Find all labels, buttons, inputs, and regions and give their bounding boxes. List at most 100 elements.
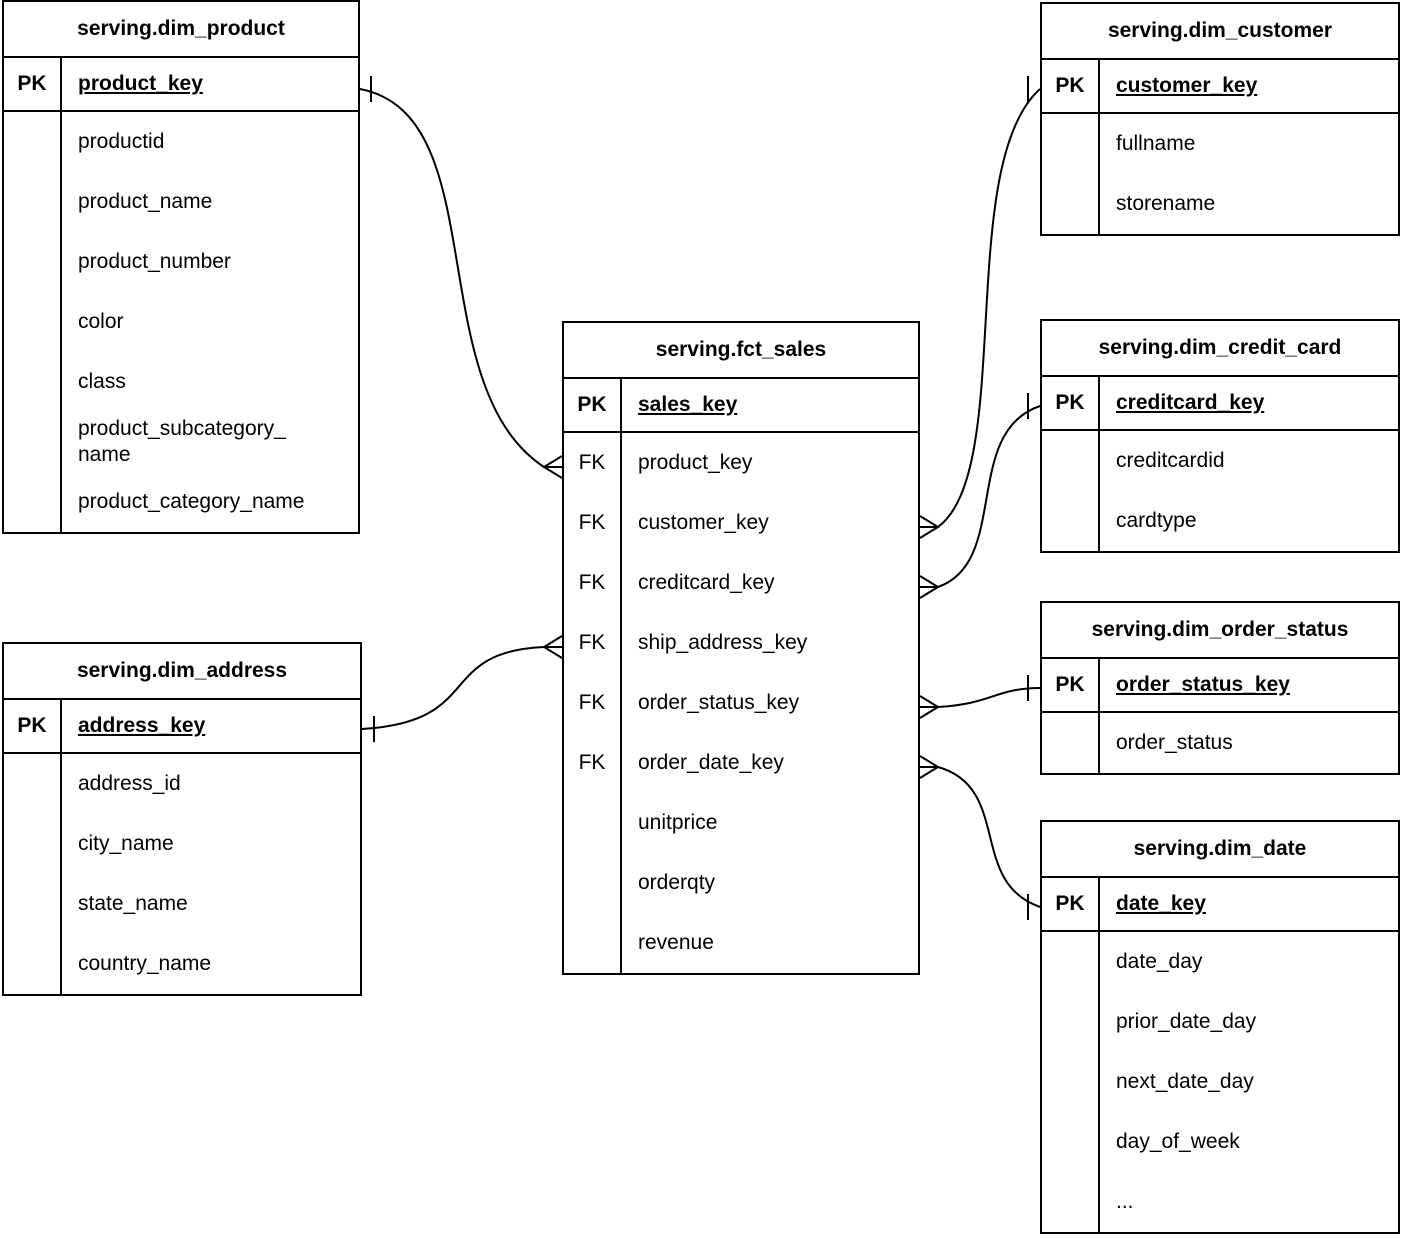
field-name: order_status_key — [638, 691, 800, 714]
table-title: serving.dim_address — [4, 644, 360, 700]
crow-foot-icon — [919, 695, 940, 719]
pk-label: PK — [564, 379, 622, 431]
field-row: date_day — [1042, 932, 1398, 992]
field-name: revenue — [638, 931, 714, 954]
fk-label: FK — [564, 613, 622, 673]
relation-creditcard — [919, 393, 1041, 599]
table-title: serving.dim_product — [4, 2, 358, 58]
field-name: product_name — [78, 190, 213, 213]
field-row: fullname — [1042, 114, 1398, 174]
table-dim-customer: serving.dim_customer PK customer_key ful… — [1040, 2, 1400, 236]
field-name: unitprice — [638, 811, 718, 834]
field-row: FK creditcard_key — [564, 553, 918, 613]
fk-label: FK — [564, 733, 622, 793]
field-name: prior_date_day — [1116, 1010, 1257, 1033]
crow-foot-icon — [542, 455, 563, 479]
pk-field: sales_key — [638, 393, 738, 416]
table-title: serving.dim_credit_card — [1042, 321, 1398, 377]
field-name: productid — [78, 130, 165, 153]
pk-field: address_key — [78, 714, 206, 737]
field-name: product_number — [78, 250, 231, 273]
field-row: prior_date_day — [1042, 992, 1398, 1052]
relation-order-date — [919, 755, 1041, 920]
field-name: color — [78, 310, 124, 333]
crow-foot-icon — [542, 635, 563, 659]
field-name: creditcardid — [1116, 449, 1225, 472]
field-name: product_subcategory_ name — [78, 417, 286, 466]
crow-foot-icon — [919, 755, 940, 779]
field-name: country_name — [78, 952, 212, 975]
pk-field: customer_key — [1116, 74, 1258, 97]
fk-label: FK — [564, 433, 622, 493]
pk-row: PK product_key — [4, 58, 358, 112]
field-row: class — [4, 352, 358, 412]
pk-label: PK — [1042, 659, 1100, 711]
relation-line — [361, 646, 545, 730]
field-row: cardtype — [1042, 491, 1398, 551]
pk-field: creditcard_key — [1116, 391, 1265, 414]
field-name: address_id — [78, 772, 181, 795]
table-title: serving.dim_date — [1042, 822, 1398, 878]
field-row: city_name — [4, 814, 360, 874]
field-name: orderqty — [638, 871, 716, 894]
field-name: creditcard_key — [638, 571, 775, 594]
pk-field: order_status_key — [1116, 673, 1290, 696]
table-dim-address: serving.dim_address PK address_key addre… — [2, 642, 362, 996]
table-title: serving.dim_order_status — [1042, 603, 1398, 659]
table-dim-credit-card: serving.dim_credit_card PK creditcard_ke… — [1040, 319, 1400, 553]
pk-row: PK address_key — [4, 700, 360, 754]
field-row: unitprice — [564, 793, 918, 853]
fk-label: FK — [564, 493, 622, 553]
pk-row: PK creditcard_key — [1042, 377, 1398, 431]
field-name: storename — [1116, 192, 1216, 215]
field-row: product_name — [4, 172, 358, 232]
field-name: day_of_week — [1116, 1130, 1240, 1153]
field-row: country_name — [4, 934, 360, 994]
field-row: productid — [4, 112, 358, 172]
relation-line — [359, 88, 545, 468]
field-row: storename — [1042, 174, 1398, 234]
fk-label — [564, 853, 622, 913]
field-name: product_category_name — [78, 490, 305, 513]
relation-line — [937, 687, 1041, 708]
field-row: product_subcategory_ name — [4, 412, 358, 472]
table-title: serving.dim_customer — [1042, 4, 1398, 60]
fk-label: FK — [564, 673, 622, 733]
field-name: ... — [1116, 1190, 1134, 1213]
table-dim-product: serving.dim_product PK product_key produ… — [2, 0, 360, 534]
field-name: next_date_day — [1116, 1070, 1254, 1093]
field-name: class — [78, 370, 126, 393]
pk-label: PK — [1042, 60, 1100, 112]
fk-label — [564, 913, 622, 973]
field-row: product_number — [4, 232, 358, 292]
pk-field: date_key — [1116, 892, 1206, 915]
relation-ship-address — [361, 635, 563, 742]
field-row: FK order_status_key — [564, 673, 918, 733]
pk-row: PK sales_key — [564, 379, 918, 433]
field-name: ship_address_key — [638, 631, 808, 654]
field-name: product_key — [638, 451, 753, 474]
field-row: ... — [1042, 1172, 1398, 1232]
table-dim-order-status: serving.dim_order_status PK order_status… — [1040, 601, 1400, 775]
field-row: address_id — [4, 754, 360, 814]
pk-label: PK — [1042, 878, 1100, 930]
relation-line — [937, 88, 1041, 528]
pk-label: PK — [1042, 377, 1100, 429]
pk-row: PK customer_key — [1042, 60, 1398, 114]
crow-foot-icon — [919, 515, 940, 539]
fk-label: FK — [564, 553, 622, 613]
field-name: cardtype — [1116, 509, 1197, 532]
field-row: product_category_name — [4, 472, 358, 532]
field-row: day_of_week — [1042, 1112, 1398, 1172]
table-fct-sales: serving.fct_sales PK sales_key FK product… — [562, 321, 920, 975]
field-name: city_name — [78, 832, 174, 855]
relation-line — [937, 405, 1041, 588]
pk-label: PK — [4, 58, 62, 110]
field-name: date_day — [1116, 950, 1203, 973]
relation-product — [359, 76, 563, 479]
table-title: serving.fct_sales — [564, 323, 918, 379]
relation-order-status — [919, 675, 1041, 719]
pk-row: PK date_key — [1042, 878, 1398, 932]
